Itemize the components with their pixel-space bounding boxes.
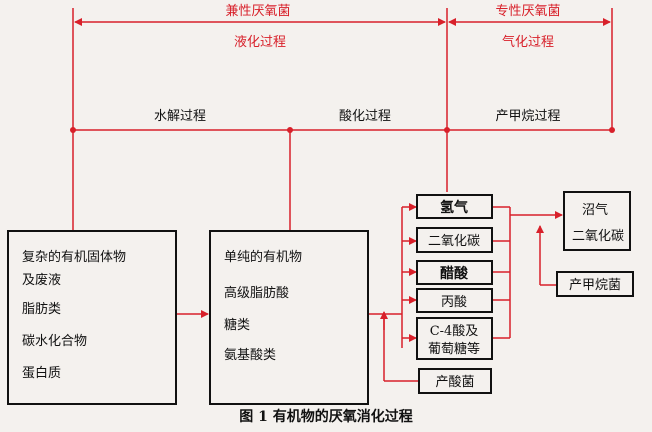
box2-line-1: 单纯的有机物 <box>224 249 302 265</box>
gasification-label: 气化过程 <box>502 34 554 50</box>
acidification-label: 酸化过程 <box>339 109 391 124</box>
figure-caption: 图 1 有机物的厌氧消化过程 <box>239 408 413 425</box>
c4-acids-label-2: 葡萄糖等 <box>428 341 480 357</box>
box1-line-5: 蛋白质 <box>22 365 61 381</box>
box2-line-2: 高级脂肪酸 <box>224 285 289 301</box>
acetic-acid-box <box>416 260 493 285</box>
co2-product-label: 二氧化碳 <box>428 234 480 249</box>
c4-acids-label-1: C-4酸及 <box>430 324 479 339</box>
final-co2-label: 二氧化碳 <box>572 229 624 244</box>
propionic-acid-box <box>416 288 493 313</box>
box1-line-4: 碳水化合物 <box>22 334 87 349</box>
box2-line-3: 糖类 <box>224 317 250 333</box>
simple-organics-box <box>209 230 369 405</box>
complex-organics-box <box>7 230 177 405</box>
co2-product-box <box>416 227 493 253</box>
junction-dots <box>70 127 615 133</box>
acid-bacteria-box <box>418 368 492 394</box>
box1-line-3: 脂肪类 <box>22 301 61 317</box>
liquefaction-label: 液化过程 <box>234 35 286 50</box>
methanogens-box <box>556 271 634 297</box>
biogas-box <box>563 191 631 251</box>
hydrogen-label: 氢气 <box>440 199 468 216</box>
acetic-acid-label: 醋酸 <box>440 265 469 282</box>
obligate-anaerobes-label: 专性厌氧菌 <box>495 4 560 19</box>
hydrogen-box <box>416 194 493 219</box>
propionic-acid-label: 丙酸 <box>441 295 467 310</box>
box2-line-4: 氨基酸类 <box>224 348 276 363</box>
methanogens-label: 产甲烷菌 <box>569 278 621 293</box>
facultative-anaerobes-label: 兼性厌氧菌 <box>225 4 290 19</box>
hydrolysis-label: 水解过程 <box>154 109 206 124</box>
biogas-label: 沼气 <box>582 202 608 218</box>
vertical-boundaries <box>72 8 613 230</box>
box2-to-products-connector <box>369 203 419 382</box>
c4-acids-box <box>416 317 493 360</box>
methanogenesis-label: 产甲烷过程 <box>495 109 560 124</box>
phase-arrows <box>73 18 612 131</box>
box1-line-1: 复杂的有机固体物 <box>22 249 126 265</box>
products-to-biogas-connector <box>493 206 563 339</box>
acid-bacteria-label: 产酸菌 <box>435 375 474 390</box>
box1-line-2: 及废液 <box>22 272 61 288</box>
